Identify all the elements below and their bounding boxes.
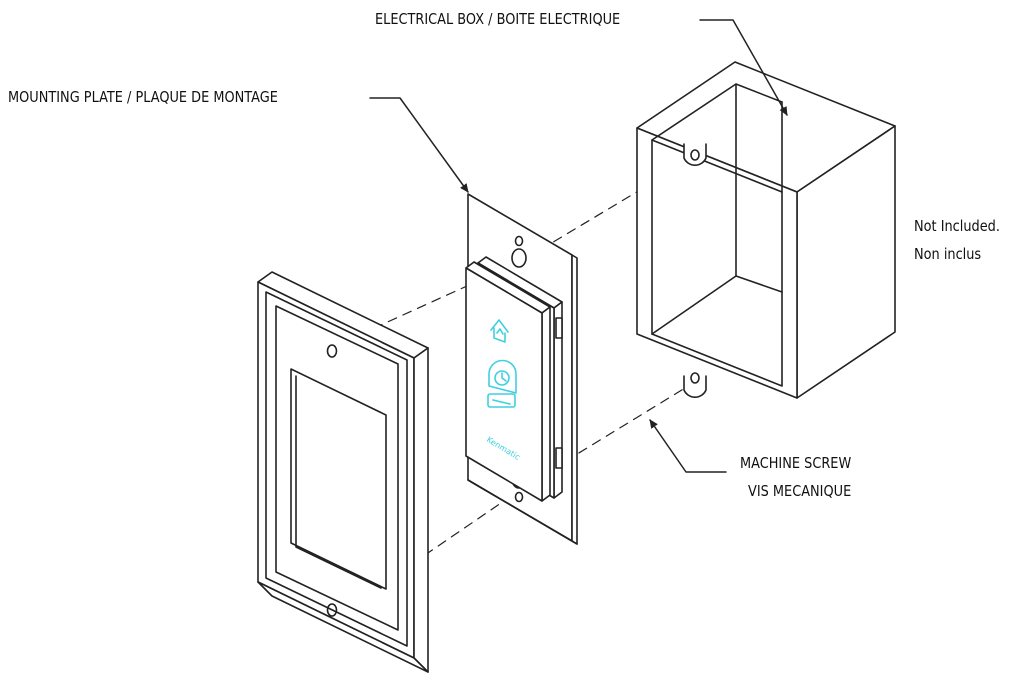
electrical-box (636, 61, 896, 399)
cover-screw-hole-bottom (326, 603, 338, 617)
timer-icon (487, 359, 517, 408)
box-mounting-tab-bottom (683, 375, 707, 398)
electrical-box-label: ELECTRICAL BOX / BOITE ELECTRIQUE (375, 10, 621, 28)
machine-screw-leader (649, 419, 727, 473)
cover-screw-hole-top (326, 344, 338, 358)
machine-screw-label-en: MACHINE SCREW (740, 454, 852, 472)
leader-lines (369, 19, 788, 473)
not-included-label-en: Not Included. (914, 217, 1000, 235)
box-mounting-tab-top (683, 143, 707, 166)
home-up-icon (490, 319, 509, 343)
not-included-label-fr: Non inclus (914, 245, 982, 263)
device-module (465, 256, 563, 502)
mounting-plate-label: MOUNTING PLATE / PLAQUE DE MONTAGE (8, 88, 278, 106)
machine-screw-label-fr: VIS MECANIQUE (748, 482, 852, 500)
electrical-box-leader (699, 19, 788, 116)
cover-plate (257, 271, 429, 673)
mounting-plate-leader (369, 97, 469, 193)
